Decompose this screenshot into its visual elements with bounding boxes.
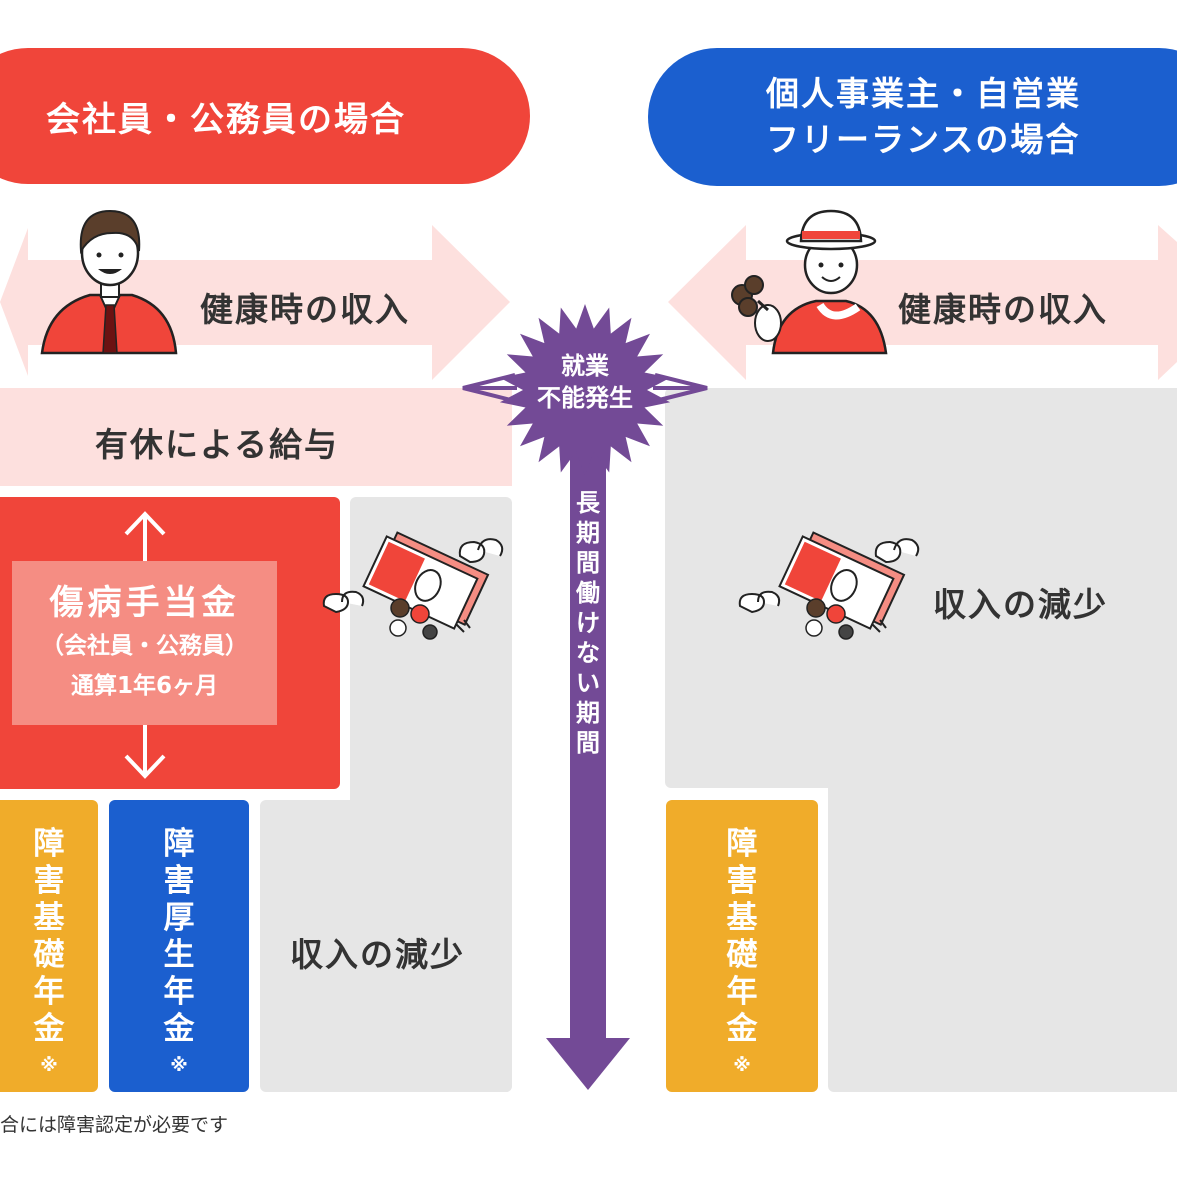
pension-char: 年 — [163, 974, 195, 1010]
pension-char: 障 — [33, 826, 65, 862]
paid-leave-band — [0, 388, 512, 486]
sickness-benefit-title: 傷病手当金 — [49, 583, 240, 623]
pension-char: 害 — [33, 863, 65, 899]
pension-char: 年 — [33, 974, 65, 1010]
long-period-arrow — [546, 450, 630, 1090]
long-period-label: 長 期 間 働 け な い 期 間 — [570, 488, 606, 758]
disability-basic-pension-right: 障 害 基 礎 年 金 ※ — [666, 800, 818, 1092]
long-period-char: い — [576, 669, 600, 697]
healthy-income-label-left: 健康時の収入 — [200, 290, 410, 329]
pension-char: 厚 — [163, 900, 195, 936]
pension-note-mark: ※ — [170, 1055, 188, 1076]
long-period-char: 間 — [576, 549, 600, 577]
pension-char: 礎 — [33, 937, 65, 973]
incident-label-line2: 不能発生 — [537, 384, 633, 412]
header-self-employed-line2: フリーランスの場合 — [766, 120, 1081, 159]
money-flying-icon-right — [738, 531, 920, 640]
pension-char: 害 — [163, 863, 195, 899]
income-decrease-area-right-lower — [828, 700, 1177, 1092]
header-self-employed: 個人事業主・自営業 フリーランスの場合 — [648, 48, 1177, 186]
header-employee: 会社員・公務員の場合 — [0, 48, 530, 184]
pension-char: 基 — [33, 900, 65, 936]
incident-label-line1: 就業 — [561, 352, 609, 380]
sickness-benefit-duration: 通算1年6ヶ月 — [70, 673, 218, 699]
paid-leave-label: 有休による給与 — [95, 425, 340, 464]
pension-char: 金 — [163, 1011, 195, 1047]
healthy-income-label-right: 健康時の収入 — [898, 290, 1108, 329]
footnote: 合には障害認定が必要です — [0, 1114, 229, 1136]
farmer-icon — [731, 209, 888, 355]
income-decrease-label-right: 収入の減少 — [933, 585, 1108, 624]
long-period-char: 期 — [576, 699, 600, 727]
disability-basic-pension-left: 障 害 基 礎 年 金 ※ — [0, 800, 98, 1092]
long-period-char: け — [576, 609, 600, 637]
pension-char: 年 — [726, 974, 758, 1010]
sickness-benefit-subtitle: （会社員・公務員） — [41, 633, 248, 659]
pension-char: 障 — [726, 826, 758, 862]
pension-char: 障 — [163, 826, 195, 862]
header-employee-label: 会社員・公務員の場合 — [46, 99, 406, 140]
pension-note-mark: ※ — [40, 1055, 58, 1076]
income-decrease-label-left: 収入の減少 — [290, 935, 465, 974]
pension-char: 害 — [726, 863, 758, 899]
pension-char: 基 — [726, 900, 758, 936]
pension-char: 生 — [163, 937, 195, 973]
incident-starburst — [462, 304, 708, 475]
long-period-char: 働 — [576, 579, 600, 607]
long-period-char: 間 — [576, 729, 600, 757]
long-period-char: 期 — [576, 519, 600, 547]
pension-char: 礎 — [726, 937, 758, 973]
pension-char: 金 — [726, 1011, 758, 1047]
incident-label: 就業 不能発生 — [510, 350, 660, 414]
income-decrease-area-left — [260, 800, 512, 1092]
pension-char: 金 — [33, 1011, 65, 1047]
office-worker-icon — [40, 209, 178, 355]
long-period-char: 長 — [576, 489, 600, 517]
header-self-employed-line1: 個人事業主・自営業 — [766, 74, 1081, 113]
disability-employee-pension: 障 害 厚 生 年 金 ※ — [109, 800, 249, 1092]
money-flying-icon-left — [322, 531, 504, 640]
long-period-char: な — [576, 639, 600, 667]
pension-note-mark: ※ — [733, 1055, 751, 1076]
sickness-benefit-card: 傷病手当金 （会社員・公務員） 通算1年6ヶ月 — [12, 561, 277, 725]
